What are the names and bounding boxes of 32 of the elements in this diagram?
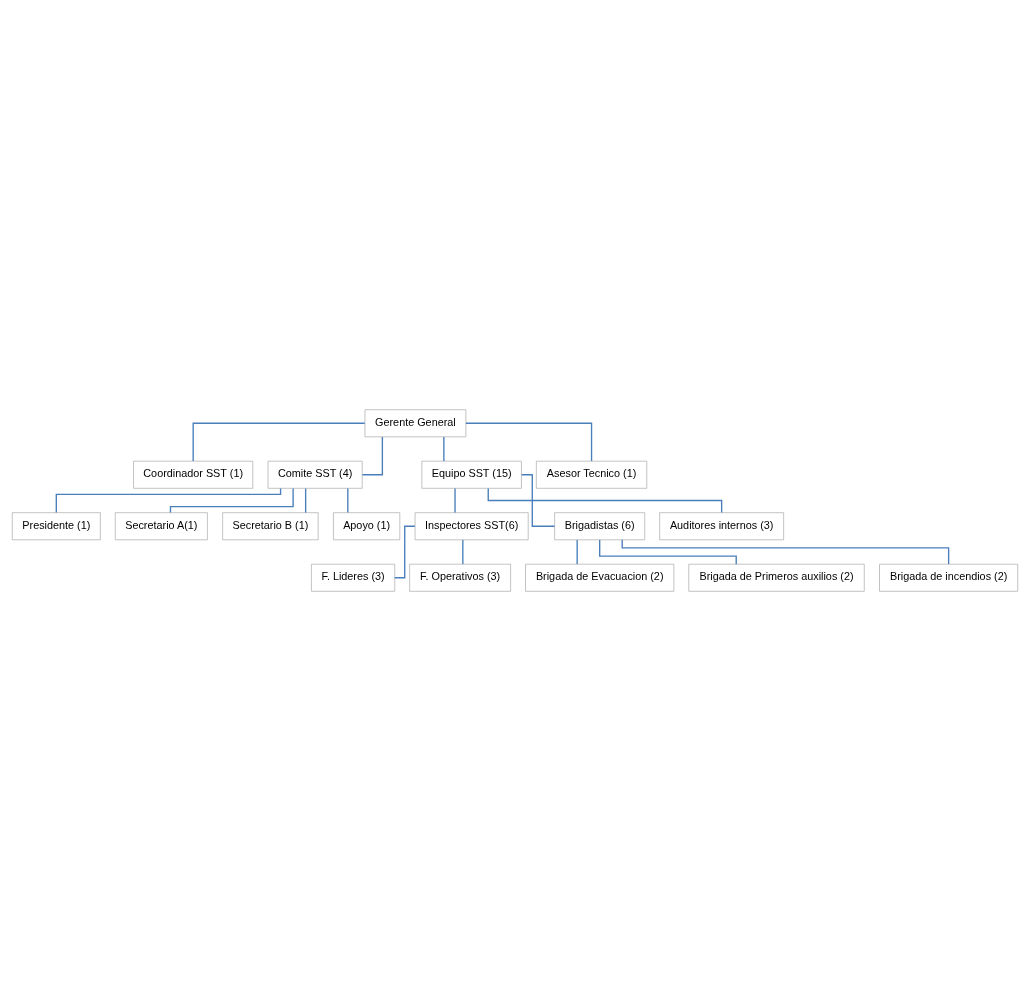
node-box: F. Operativos (3) [408,563,511,592]
node-box: Inspectores SST(6) [414,512,529,541]
connector [393,525,416,579]
node-box: Presidente (1) [11,512,101,541]
connector [169,487,294,514]
connector [304,487,306,514]
connector [346,487,348,514]
connector [598,539,737,565]
connector [192,422,365,462]
node-box: Brigada de Evacuacion (2) [524,563,674,592]
connector [576,539,578,565]
node-box: Gerente General [364,409,466,438]
connector [621,539,949,565]
connector [461,539,463,565]
node-box: Comite SST (4) [267,460,363,489]
connector [442,436,445,462]
node-box: Secretario B (1) [221,512,318,541]
connector [520,474,555,527]
node-box: Equipo SST (15) [421,460,522,489]
node-box: Coordinador SST (1) [132,460,253,489]
connector [464,422,592,462]
connector [361,436,383,476]
node-box: Brigadistas (6) [553,512,645,541]
node-box: Brigada de incendios (2) [878,563,1018,592]
node-box: Brigada de Primeros auxilios (2) [687,563,865,592]
node-box: Auditores internos (3) [658,512,784,541]
node-box: Apoyo (1) [332,512,400,541]
node-box: Secretario A(1) [114,512,208,541]
connector [55,487,281,514]
node-box: F. Lideres (3) [310,563,395,592]
connector [453,487,456,514]
node-box: Asesor Tecnico (1) [535,460,647,489]
